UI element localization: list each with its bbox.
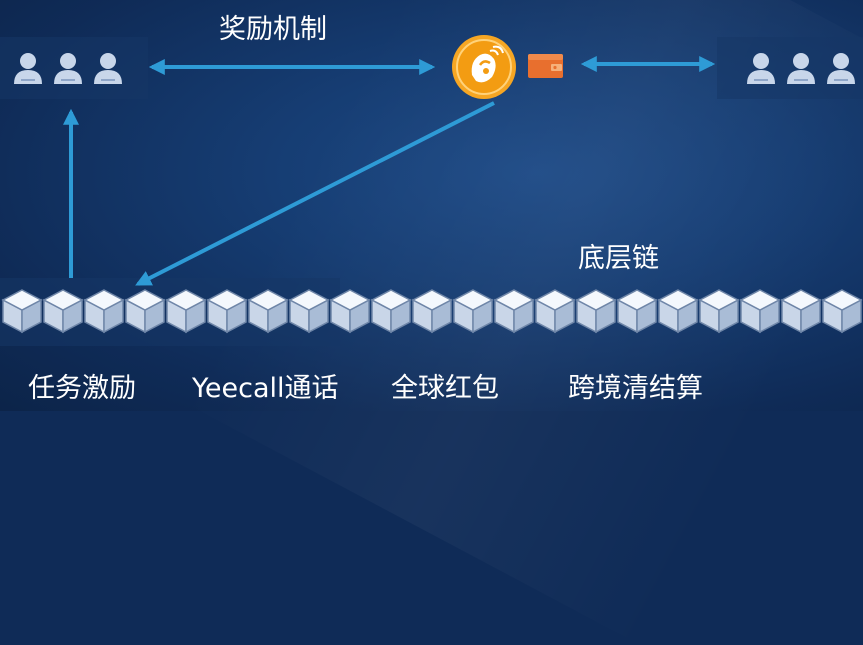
block-icon: [821, 289, 863, 334]
incentive-mechanism-label: 奖励机制: [219, 14, 327, 45]
user-icon: [747, 53, 775, 84]
block-icon: [247, 289, 289, 334]
user-icon: [54, 53, 82, 84]
user-icon: [14, 53, 42, 84]
block-icon: [493, 289, 535, 334]
block-icon: [370, 289, 412, 334]
yee-token-icon: [450, 33, 518, 101]
block-icon: [575, 289, 617, 334]
block-icon: [780, 289, 822, 334]
user-icon: [787, 53, 815, 84]
use-case-yeecall-call: Yeecall通话: [192, 373, 339, 404]
use-case-cross-border-settlement: 跨境清结算: [568, 373, 703, 404]
use-case-global-red-packet: 全球红包: [391, 373, 499, 404]
connectors: [63, 56, 716, 286]
user-icon: [827, 53, 855, 84]
block-icon: [534, 289, 576, 334]
right-user-group: [744, 50, 858, 86]
user-icon: [94, 53, 122, 84]
left-user-group: [11, 50, 125, 86]
block-icon: [739, 289, 781, 334]
use-case-task-incentive: 任务激励: [28, 373, 136, 404]
block-icon: [124, 289, 166, 334]
block-icon: [206, 289, 248, 334]
block-icon: [616, 289, 658, 334]
arrow-token-to-chain: [135, 101, 495, 286]
wallet-icon: [527, 51, 564, 79]
base-chain-blocks: [0, 282, 863, 340]
block-icon: [42, 289, 84, 334]
block-icon: [452, 289, 494, 334]
block-icon: [698, 289, 740, 334]
block-icon: [1, 289, 43, 334]
block-icon: [83, 289, 125, 334]
block-icon: [288, 289, 330, 334]
block-icon: [411, 289, 453, 334]
base-chain-label: 底层链: [578, 243, 659, 274]
block-icon: [657, 289, 699, 334]
block-icon: [329, 289, 371, 334]
block-icon: [165, 289, 207, 334]
